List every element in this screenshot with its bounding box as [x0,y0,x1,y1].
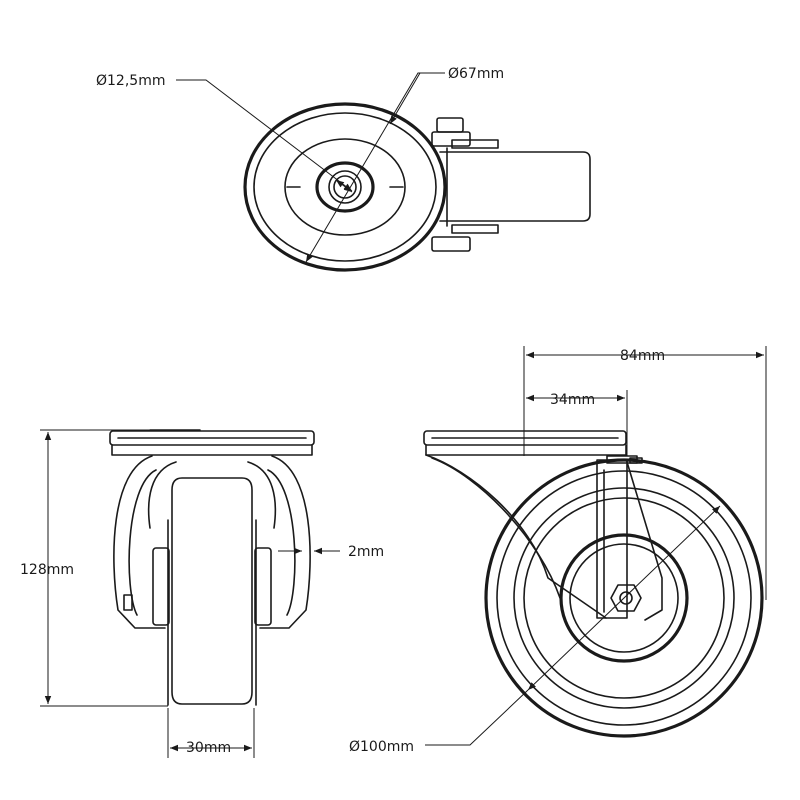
side-view [423,346,767,746]
dimension-labels: Ø12,5mm Ø67mm 84mm 34mm 2mm 128mm 30mm Ø… [20,66,665,756]
front-view-wheel [167,477,257,706]
top-view-dimensions [176,72,445,263]
label-wheel-width: 30mm [186,740,231,756]
top-view [176,72,591,272]
label-wheel-diameter: Ø100mm [349,739,414,755]
top-view-wheel [243,102,447,272]
front-view-fork [113,455,311,629]
side-view-dimensions [425,346,767,746]
front-view-top-plate [109,429,315,456]
top-view-bracket [431,117,591,252]
label-bracket-gap: 2mm [348,544,384,560]
label-offset: 34mm [550,392,595,408]
label-overall-length: 84mm [620,348,665,364]
front-view [40,429,340,758]
side-view-hex-nut [610,584,642,612]
label-total-height: 128mm [20,562,74,578]
label-axle-diameter: Ø12,5mm [96,73,165,89]
front-view-dimensions [40,429,340,758]
label-hub-diameter: Ø67mm [448,66,504,82]
